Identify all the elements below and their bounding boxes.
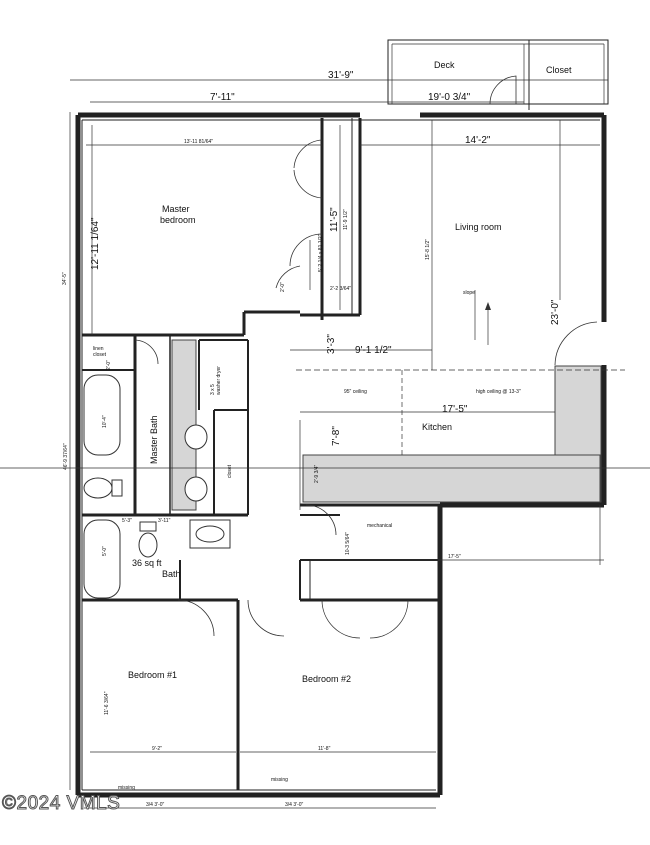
master-bedroom-label-line2: bedroom (160, 215, 196, 225)
bath-area-label: 36 sq ft (132, 558, 162, 568)
interior-walls (82, 118, 440, 790)
bedroom1-label: Bedroom #1 (128, 670, 177, 680)
bottom-dim2-label: 3/4 3'-0" (285, 802, 304, 808)
hall-height-label: 3'-3" (326, 334, 337, 354)
closet-small-label: 11'-9 1/2" (343, 209, 349, 230)
bath-dims-2-label: 3'-11" (158, 518, 171, 524)
master-bedroom-label-line1: Master (162, 204, 190, 214)
linen-closet-label-line2: closet (93, 352, 107, 358)
small-dim2-label: 2'-0" (280, 282, 286, 292)
washer-dryer-label-line1: 3 x 5 (210, 384, 216, 395)
closet-door-label: 5'-2 1/4 x 81 1/2" (318, 234, 324, 272)
ceiling-high-label: high ceiling @ 13-3" (476, 389, 521, 395)
bedroom2-label: Bedroom #2 (302, 674, 351, 684)
closet-height-label: 11'-5" (329, 207, 340, 232)
living-room-label: Living room (455, 222, 502, 232)
master-height-label: 12'-11 1/64" (90, 217, 101, 270)
master-bedroom-label: Master bedroom (160, 204, 196, 225)
slope-label: slope (463, 290, 475, 296)
kitchen-label: Kitchen (422, 422, 452, 432)
bed1-height-label: 11'-6 3/64" (104, 691, 110, 715)
kitchen-counters (171, 339, 602, 511)
linen-closet-label-line1: linen (93, 346, 104, 352)
missing2-label: missing (271, 777, 288, 783)
mechanical-label: mechanical (367, 523, 392, 529)
ceiling-low-label: 95" ceiling (344, 389, 367, 395)
bed2-width-label: 11'-8" (318, 746, 331, 752)
deck-label: Deck (434, 60, 455, 70)
hall-width-label: 9'-1 1/2" (355, 345, 392, 356)
deck-width-label: 19'-0 3/4" (428, 92, 471, 103)
bath-dims-1-label: 5'-3" (122, 518, 132, 524)
washer-dryer-label-line2: washer dryer (216, 366, 222, 395)
left-dim-label: 34'-5" (62, 272, 68, 285)
closet-depth-label: 2'-2 3/64" (330, 286, 351, 292)
bath-label: Bath (162, 569, 181, 579)
small-closet-label: closet (227, 464, 233, 478)
living-width-label: 14'-2" (465, 135, 491, 146)
tub-dim-1-label: 10'-4" (102, 415, 108, 428)
kitchen-width-label: 17'-5" (442, 404, 468, 415)
bottom-dim1-label: 3/4 3'-0" (146, 802, 165, 808)
master-bath-label: Master Bath (149, 415, 159, 464)
door-swings (134, 139, 598, 639)
bathroom-fixtures (83, 374, 231, 599)
watermark: ©2024 VMLS (1, 793, 121, 815)
exterior-walls (75, 112, 607, 798)
bed1-width-label: 9'-2" (152, 746, 162, 752)
kitchen-height-label: 7'-8" (331, 426, 342, 446)
slope-arrow (485, 302, 491, 345)
linen-closet-label: linen closet (93, 346, 107, 358)
living-height-a-label: 15'-8 1/2" (425, 239, 431, 260)
small-dim1-label: 2'-0" (106, 360, 112, 370)
missing1-label: missing (118, 785, 135, 791)
kitchen-small-label: 2'-9 3/4" (314, 464, 320, 483)
closet-label: Closet (546, 65, 572, 75)
master-width-label: 7'-11" (210, 92, 235, 103)
deck-structure (387, 39, 609, 110)
master-small-width-label: 13'-11 81/64" (184, 139, 213, 145)
overall-width-label: 31'-9" (328, 70, 354, 81)
tub-dim-2-label: 5'-0" (102, 546, 108, 556)
bottom-width-label: 17'-5" (448, 554, 461, 560)
dimension-lines (0, 79, 650, 809)
overall-height-label: 46'-9 37/64" (63, 443, 69, 470)
room-labels: Deck Closet Master bedroom Living room K… (93, 60, 572, 684)
washer-dryer-label: 3 x 5 washer dryer (210, 366, 222, 395)
mechanical-dim-label: 10-3 5/64" (345, 532, 351, 555)
living-height-b-label: 23'-0" (550, 299, 561, 325)
dimension-labels: 31'-9" 7'-11" 19'-0 3/4" 14'-2" 13'-11 8… (62, 70, 561, 808)
